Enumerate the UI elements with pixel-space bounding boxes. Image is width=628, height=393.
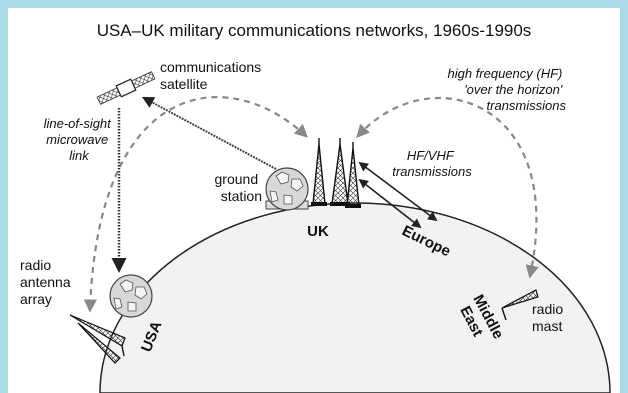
radome-icon: [265, 167, 309, 211]
label-microwave-link: line-of-sight microwave link: [44, 116, 115, 163]
radome-icon: [109, 274, 153, 318]
antenna-array-icon: [69, 314, 126, 364]
label-radio-antenna-array: radio antenna array: [20, 257, 75, 307]
label-satellite: communications satellite: [160, 59, 265, 92]
label-radio-mast: radio mast: [532, 301, 567, 334]
diagram-panel: USA–UK military communications networks,…: [8, 8, 620, 393]
satellite-icon: [96, 71, 156, 105]
label-ground-station: ground station: [215, 171, 262, 204]
hf-arc-usa: [83, 96, 308, 313]
label-hf-vhf: HF/VHF transmissions: [392, 148, 472, 179]
radio-tower-icon: [311, 138, 327, 206]
diagram-title: USA–UK military communications networks,…: [97, 21, 532, 40]
hf-vhf-arrow-2: [358, 178, 422, 229]
hf-arc-middle-east: [356, 96, 539, 279]
label-uk: UK: [307, 223, 329, 240]
label-hf: high frequency (HF) 'over the horizon' t…: [447, 66, 566, 113]
radio-tower-icon: [330, 138, 350, 206]
uplink-arrow: [141, 96, 277, 170]
radio-tower-icon: [345, 142, 361, 208]
radio-mast-icon: [501, 289, 539, 321]
diagram-canvas: USA–UK military communications networks,…: [20, 21, 611, 393]
